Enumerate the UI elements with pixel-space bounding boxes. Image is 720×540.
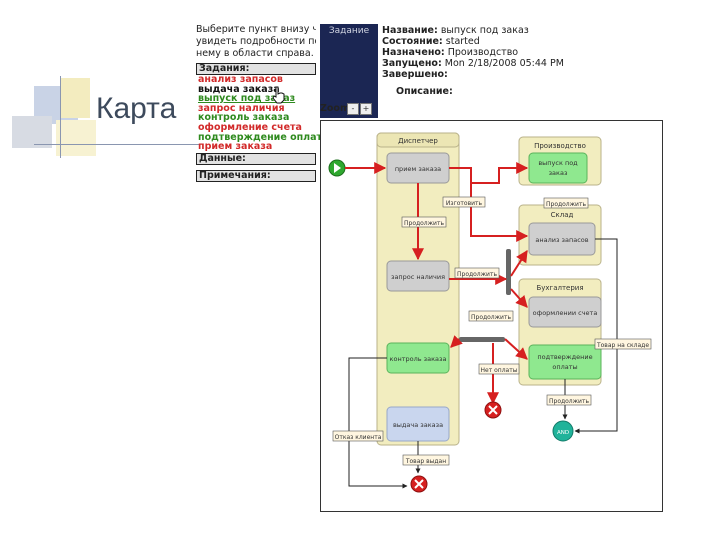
- process-diagram: Диспетчер Производство Склад Бухгалтерия…: [320, 120, 663, 512]
- task-link-availability-request[interactable]: запрос наличия: [198, 102, 285, 114]
- task-link-order-issue[interactable]: выдача заказа: [198, 83, 280, 95]
- decor-square-yellow: [60, 78, 90, 118]
- intro-line: увидеть подробности по: [196, 36, 316, 47]
- task-make-to-order-label: выпуск под: [538, 159, 578, 167]
- label-in-stock-text: Товар на складе: [596, 342, 649, 349]
- state-label: Состояние:: [382, 36, 443, 47]
- label-client-refusal-text: Отказ клиента: [335, 434, 382, 441]
- task-link-order-control[interactable]: контроль заказа: [198, 112, 290, 124]
- label-continue-3: Продолжить: [454, 267, 500, 279]
- end-event-issued-icon[interactable]: [410, 475, 428, 493]
- started-label: Запущено:: [382, 58, 442, 69]
- label-continue-2: Продолжить: [543, 197, 589, 209]
- label-manufacture: Изготовить: [442, 196, 486, 208]
- label-manufacture-text: Изготовить: [446, 200, 483, 207]
- task-order-control-label: контроль заказа: [390, 355, 447, 363]
- task-make-to-order-label: заказ: [549, 169, 568, 177]
- label-in-stock: Товар на складе: [594, 338, 652, 350]
- label-continue-5: Продолжить: [546, 394, 592, 406]
- task-make-to-order[interactable]: выпуск под заказ: [528, 152, 588, 184]
- start-event-icon[interactable]: [328, 159, 346, 177]
- slide-title: Карта: [96, 92, 177, 125]
- zoom-out-button[interactable]: -: [347, 103, 359, 115]
- task-box-label: Задание: [328, 26, 370, 36]
- lane-dispatcher-label: Диспетчер: [398, 137, 438, 145]
- end-event-no-payment-icon[interactable]: [484, 401, 502, 419]
- task-link-make-to-order[interactable]: выпуск под заказ: [198, 93, 296, 105]
- task-payment-confirm[interactable]: подтверждение оплаты: [528, 344, 602, 380]
- finished-label: Завершено:: [382, 69, 448, 80]
- lane-warehouse-label: Склад: [551, 211, 574, 219]
- decor-vertical-line: [60, 76, 61, 158]
- started-value: Mon 2/18/2008 05:44 PM: [444, 58, 564, 69]
- task-stock-analysis-label: анализ запасов: [535, 236, 588, 244]
- label-continue-1: Продолжить: [401, 216, 447, 228]
- and-gateway[interactable]: AND: [552, 420, 574, 442]
- decor-square-grey: [12, 116, 52, 148]
- label-no-payment: Нет оплаты: [478, 363, 520, 375]
- task-order-issue-label: выдача заказа: [393, 421, 443, 429]
- zoom-in-button[interactable]: +: [360, 103, 372, 115]
- description-label: Описание:: [396, 86, 453, 97]
- task-properties: Название: выпуск под заказ Состояние: st…: [382, 25, 564, 97]
- label-no-payment-text: Нет оплаты: [481, 367, 518, 374]
- task-payment-confirm-label: подтверждение: [537, 353, 592, 361]
- name-label: Название:: [382, 25, 438, 36]
- notes-header: Примечания:: [196, 169, 316, 182]
- task-list-panel: Выберите пункт внизу чтобы увидеть подро…: [196, 24, 331, 182]
- label-issued: Товар выдан: [402, 454, 450, 466]
- assigned-value: Производство: [447, 47, 519, 58]
- label-continue-text: Продолжить: [471, 314, 511, 321]
- label-continue-text: Продолжить: [549, 398, 589, 405]
- task-link-stock-analysis[interactable]: анализ запасов: [198, 74, 283, 85]
- task-payment-confirm-label: оплаты: [552, 363, 577, 371]
- task-availability-request[interactable]: запрос наличия: [386, 260, 450, 292]
- label-continue-text: Продолжить: [404, 220, 444, 227]
- task-accept-order-label: прием заказа: [395, 165, 441, 173]
- data-header: Данные:: [196, 152, 316, 165]
- task-invoice-label: оформлении счета: [533, 309, 598, 317]
- hand-cursor-icon: [272, 86, 285, 104]
- label-continue-text: Продолжить: [546, 201, 586, 208]
- label-client-refusal: Отказ клиента: [332, 430, 384, 442]
- task-invoice[interactable]: оформлении счета: [528, 296, 602, 328]
- sync-bar-horizontal: [459, 337, 505, 342]
- task-link-invoice[interactable]: оформление счета: [198, 121, 302, 133]
- state-value: started: [445, 36, 480, 47]
- name-value: выпуск под заказ: [440, 25, 529, 36]
- decor-square-cream: [56, 120, 96, 156]
- lane-accounting-label: Бухгалтерия: [536, 284, 583, 292]
- tasks-header: Задания:: [196, 63, 316, 75]
- label-continue-text: Продолжить: [457, 271, 497, 278]
- task-stock-analysis[interactable]: анализ запасов: [528, 222, 596, 256]
- task-link-payment-confirm[interactable]: подтверждение оплаты: [198, 131, 331, 143]
- assigned-label: Назначено:: [382, 47, 445, 58]
- task-link-accept-order[interactable]: прием заказа: [198, 141, 273, 153]
- zoom-label: Zoom: [320, 103, 350, 114]
- and-gateway-label: AND: [557, 430, 569, 436]
- task-availability-request-label: запрос наличия: [391, 273, 445, 281]
- task-detail-box: Задание: [320, 24, 378, 118]
- task-order-control[interactable]: контроль заказа: [386, 342, 450, 374]
- intro-line: Выберите пункт внизу чтобы: [196, 24, 316, 35]
- task-accept-order[interactable]: прием заказа: [386, 152, 450, 184]
- intro-line: нему в области справа.: [196, 48, 314, 59]
- label-continue-4: Продолжить: [468, 310, 514, 322]
- lane-production-label: Производство: [534, 142, 586, 150]
- intro-text: Выберите пункт внизу чтобы увидеть подро…: [196, 24, 316, 62]
- decor-horizontal-line: [34, 144, 200, 145]
- task-order-issue[interactable]: выдача заказа: [386, 406, 450, 442]
- sync-bar-vertical: [506, 249, 511, 295]
- label-issued-text: Товар выдан: [405, 458, 446, 465]
